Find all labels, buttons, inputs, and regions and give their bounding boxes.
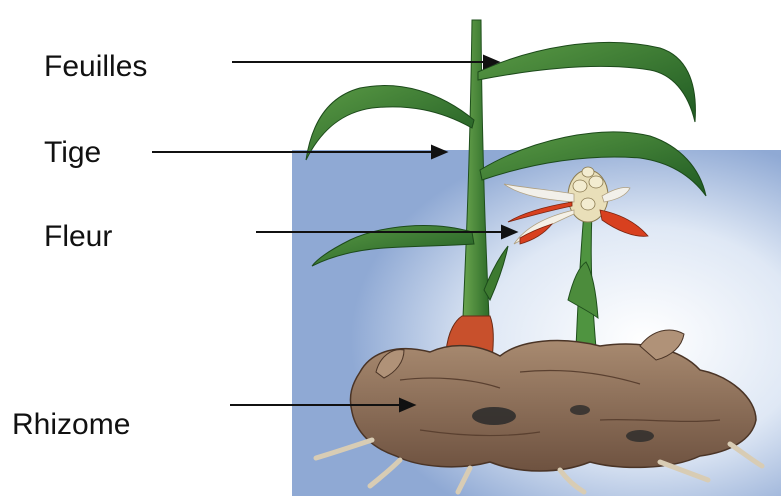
leaf-upper-left	[306, 86, 474, 160]
label-rhizome: Rhizome	[12, 410, 130, 440]
label-leaves: Feuilles	[44, 52, 147, 82]
label-flower: Fleur	[44, 222, 112, 252]
label-stem: Tige	[44, 138, 101, 168]
leaf-top-right	[478, 42, 695, 122]
